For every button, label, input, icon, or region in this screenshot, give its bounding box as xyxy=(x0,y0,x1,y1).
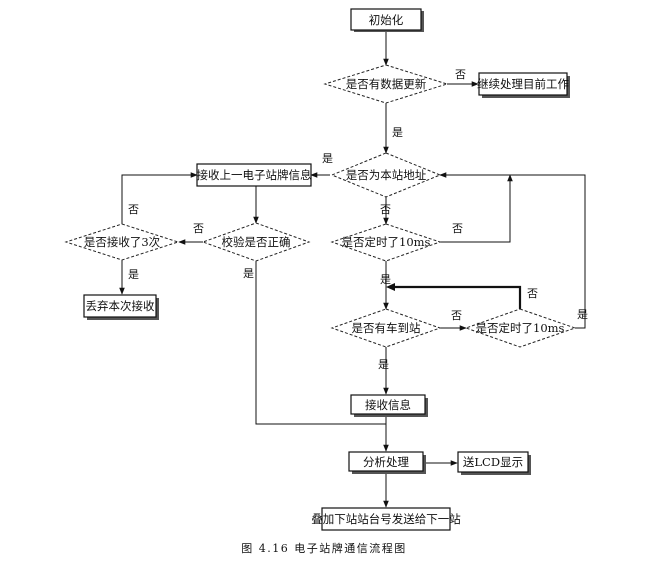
edge-timer2-to-station xyxy=(439,172,586,329)
edge-timer1-loop xyxy=(440,174,513,243)
node-data-updated-label: 是否有数据更新 xyxy=(346,77,427,91)
label-car-no: 否 xyxy=(451,309,462,322)
node-timer-10ms-2-label: 是否定时了10ms xyxy=(476,321,565,335)
label-update-yes: 是 xyxy=(392,126,403,139)
node-to-lcd-label: 送LCD显示 xyxy=(463,455,523,469)
node-continue-work-label: 继续处理目前工作 xyxy=(477,77,569,91)
label-station-yes: 是 xyxy=(322,152,333,165)
node-forward: 叠加下站站台号发送给下一站 xyxy=(311,507,461,531)
node-init: 初始化 xyxy=(350,8,424,32)
label-car-yes: 是 xyxy=(378,358,389,371)
node-to-lcd: 送LCD显示 xyxy=(457,451,531,475)
edge-timer2-loop-arrowhead xyxy=(386,283,395,291)
node-receive-prev: 接收上一电子站牌信息 xyxy=(196,163,312,187)
node-analyze: 分析处理 xyxy=(348,451,426,474)
label-timer2-no: 否 xyxy=(527,287,538,300)
node-data-updated: 是否有数据更新 xyxy=(323,64,449,104)
node-timer-10ms-1: 是否定时了10ms xyxy=(330,223,442,262)
node-discard-label: 丢弃本次接收 xyxy=(86,299,155,313)
node-is-this-station-label: 是否为本站地址 xyxy=(346,168,427,182)
node-received-3: 是否接收了3次 xyxy=(64,223,180,261)
node-is-this-station: 是否为本站地址 xyxy=(330,152,442,198)
node-timer-10ms-2: 是否定时了10ms xyxy=(464,308,577,348)
node-analyze-label: 分析处理 xyxy=(363,455,409,469)
label-station-no: 否 xyxy=(380,203,391,216)
edge-checksum-yes-to-join xyxy=(255,261,386,425)
label-timer1-yes: 是 xyxy=(380,273,391,286)
label-received3-yes: 是 xyxy=(128,268,139,281)
node-car-arrived: 是否有车到站 xyxy=(330,308,442,348)
node-checksum-ok-label: 校验是否正确 xyxy=(222,235,291,249)
node-discard: 丢弃本次接收 xyxy=(83,294,159,320)
node-receive-prev-label: 接收上一电子站牌信息 xyxy=(197,168,312,182)
label-timer1-no: 否 xyxy=(452,222,463,235)
node-checksum-ok: 校验是否正确 xyxy=(201,222,311,262)
figure-caption: 图 4.16 电子站牌通信流程图 xyxy=(241,541,407,555)
edge-received3-loop xyxy=(121,172,198,226)
node-timer-10ms-1-label: 是否定时了10ms xyxy=(342,235,431,249)
node-received-3-label: 是否接收了3次 xyxy=(84,235,161,249)
label-received3-no: 否 xyxy=(128,203,139,216)
node-receive-info: 接收信息 xyxy=(350,394,428,417)
label-checksum-yes: 是 xyxy=(243,267,254,280)
label-timer2-yes: 是 xyxy=(577,308,588,321)
node-forward-label: 叠加下站站台号发送给下一站 xyxy=(311,512,461,526)
node-init-label: 初始化 xyxy=(369,13,404,27)
node-continue-work: 继续处理目前工作 xyxy=(477,72,570,98)
edge-timer2-loop xyxy=(392,285,522,309)
node-car-arrived-label: 是否有车到站 xyxy=(352,321,421,335)
label-checksum-no: 否 xyxy=(193,222,204,235)
label-update-no: 否 xyxy=(455,68,466,81)
node-receive-info-label: 接收信息 xyxy=(365,398,411,412)
